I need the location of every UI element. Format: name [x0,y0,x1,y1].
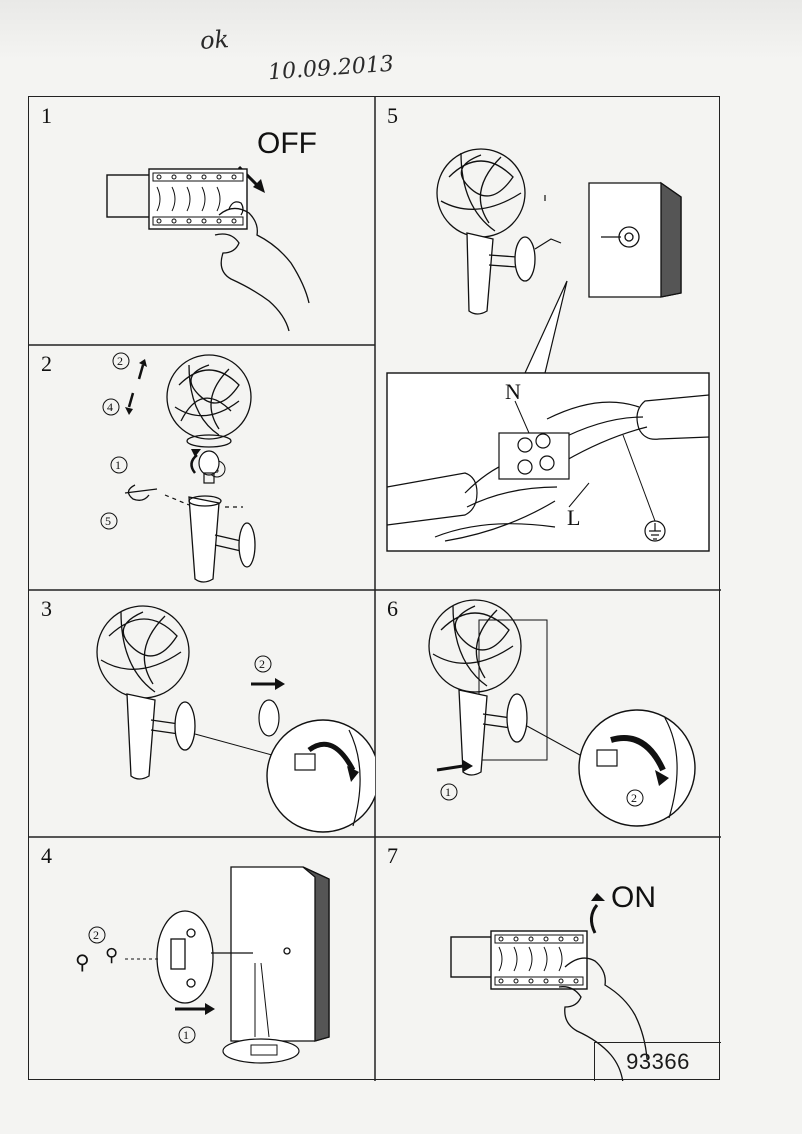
handwritten-initials: ok [199,25,230,55]
step-5: 5 [105,514,111,528]
instruction-sheet: 1 OFF 2 [28,96,721,1081]
off-label: OFF [257,127,317,160]
panel-6: 6 1 2 [375,590,721,837]
panel-number: 7 [387,843,398,868]
lamp-globe [166,354,252,448]
detail-zoom [266,719,375,833]
right-arrow-icon [205,1003,215,1015]
panel-number: 3 [41,596,52,621]
wire-label-neutral: N [505,379,521,404]
step-2: 2 [259,657,265,671]
panel-number: 2 [41,351,52,376]
remove-globe-illustration: 2 4 1 3 5 [100,352,256,583]
wall-plug-detail [222,1038,300,1064]
lamp-globe [428,599,522,693]
panel-2: 2 2 4 1 3 5 [29,345,375,590]
panel-3: 3 2 1 [29,590,375,837]
screw-icon: ⚲ [105,945,118,965]
panel-number: 5 [387,103,398,128]
wiring-illustration: N L [386,148,710,552]
lamp-body [126,693,196,780]
lamp-body [458,689,528,776]
right-arrow-icon [463,760,473,772]
step-4: 4 [107,400,113,414]
step-1: 1 [183,1028,189,1042]
detach-lamp-illustration: 2 1 [96,605,375,833]
panel-number: 4 [41,843,52,868]
mount-plate-illustration: ⚲ ⚲ 2 1 [75,866,330,1064]
panel-number: 1 [41,103,52,128]
rotate-arrow-icon [347,766,359,782]
lamp-globe [96,605,190,699]
lamp-globe [436,148,526,238]
panel-4: 4 ⚲ ⚲ 2 1 [29,837,375,1081]
down-arrow-icon [253,179,265,193]
down-arrow-icon [125,407,133,415]
mounting-plate [156,910,253,1004]
step-1: 1 [445,785,451,799]
wire-label-live: L [567,505,580,530]
wall [588,181,682,298]
wall-plate [258,699,280,737]
detail-zoom [578,709,696,827]
right-arrow-icon [275,678,285,690]
screw-icon: ⚲ [75,952,90,974]
step-2: 2 [117,354,123,368]
panel-grid [29,97,721,1081]
panel-7: 7 ON [375,837,721,1081]
wall [230,866,330,1042]
panel-number: 6 [387,596,398,621]
on-label: ON [611,881,656,914]
model-number: 93366 [594,1042,721,1081]
panel-1: 1 OFF [29,97,375,345]
panel-5: 5 [375,97,721,590]
up-arrow-icon [139,359,147,367]
breaker-on-illustration: ON [450,881,656,1081]
lamp-body [188,495,256,583]
lamp-body [466,232,536,315]
fix-lamp-illustration: 1 2 [428,599,696,827]
breaker-off-illustration: OFF [106,127,317,332]
step-1: 1 [115,458,121,472]
up-arrow-icon [591,893,605,901]
rotate-arrow-icon [655,770,669,786]
step-2: 2 [631,791,637,805]
step-2: 2 [93,928,99,942]
bulb-icon [198,450,220,484]
